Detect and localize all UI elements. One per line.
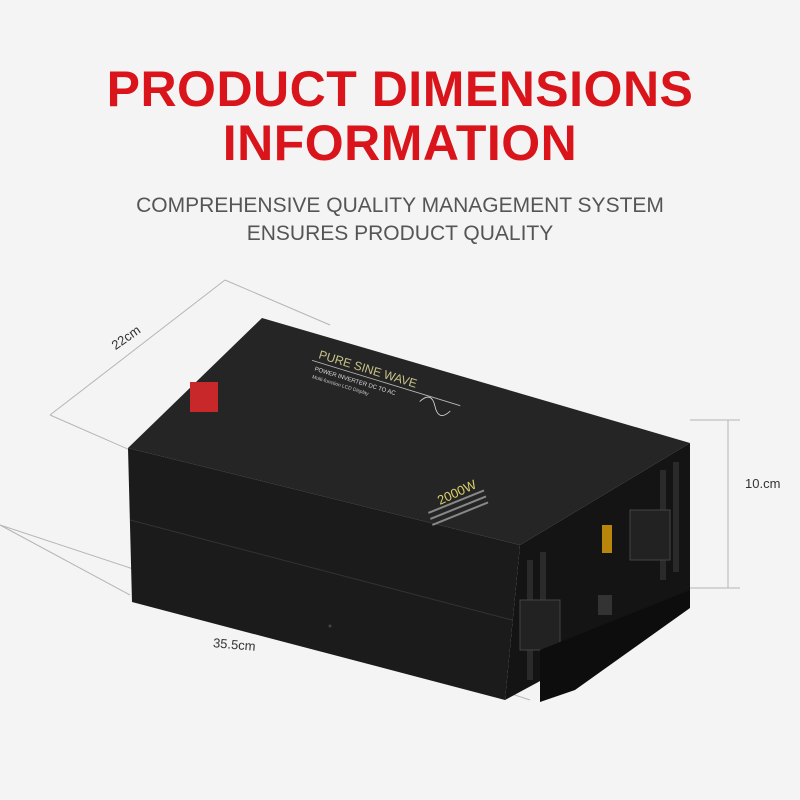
top-face xyxy=(128,318,690,545)
red-terminal xyxy=(190,382,218,412)
subheading-line-2: ENSURES PRODUCT QUALITY xyxy=(246,222,554,245)
power-switch xyxy=(598,595,612,615)
heading-line-2: INFORMATION xyxy=(222,115,578,171)
height-dimension-label: 10.cm xyxy=(745,476,781,491)
side-face xyxy=(128,448,520,700)
ac-outlet xyxy=(519,509,671,651)
subheading-line-1: COMPREHENSIVE QUALITY MANAGEMENT SYSTEM xyxy=(136,194,664,217)
spec-text-lines xyxy=(428,489,489,526)
heading-line-1: PRODUCT DIMENSIONS xyxy=(106,61,694,117)
sine-wave-icon xyxy=(419,396,451,416)
ground-terminal xyxy=(602,525,612,553)
mounting-bracket xyxy=(540,590,690,702)
